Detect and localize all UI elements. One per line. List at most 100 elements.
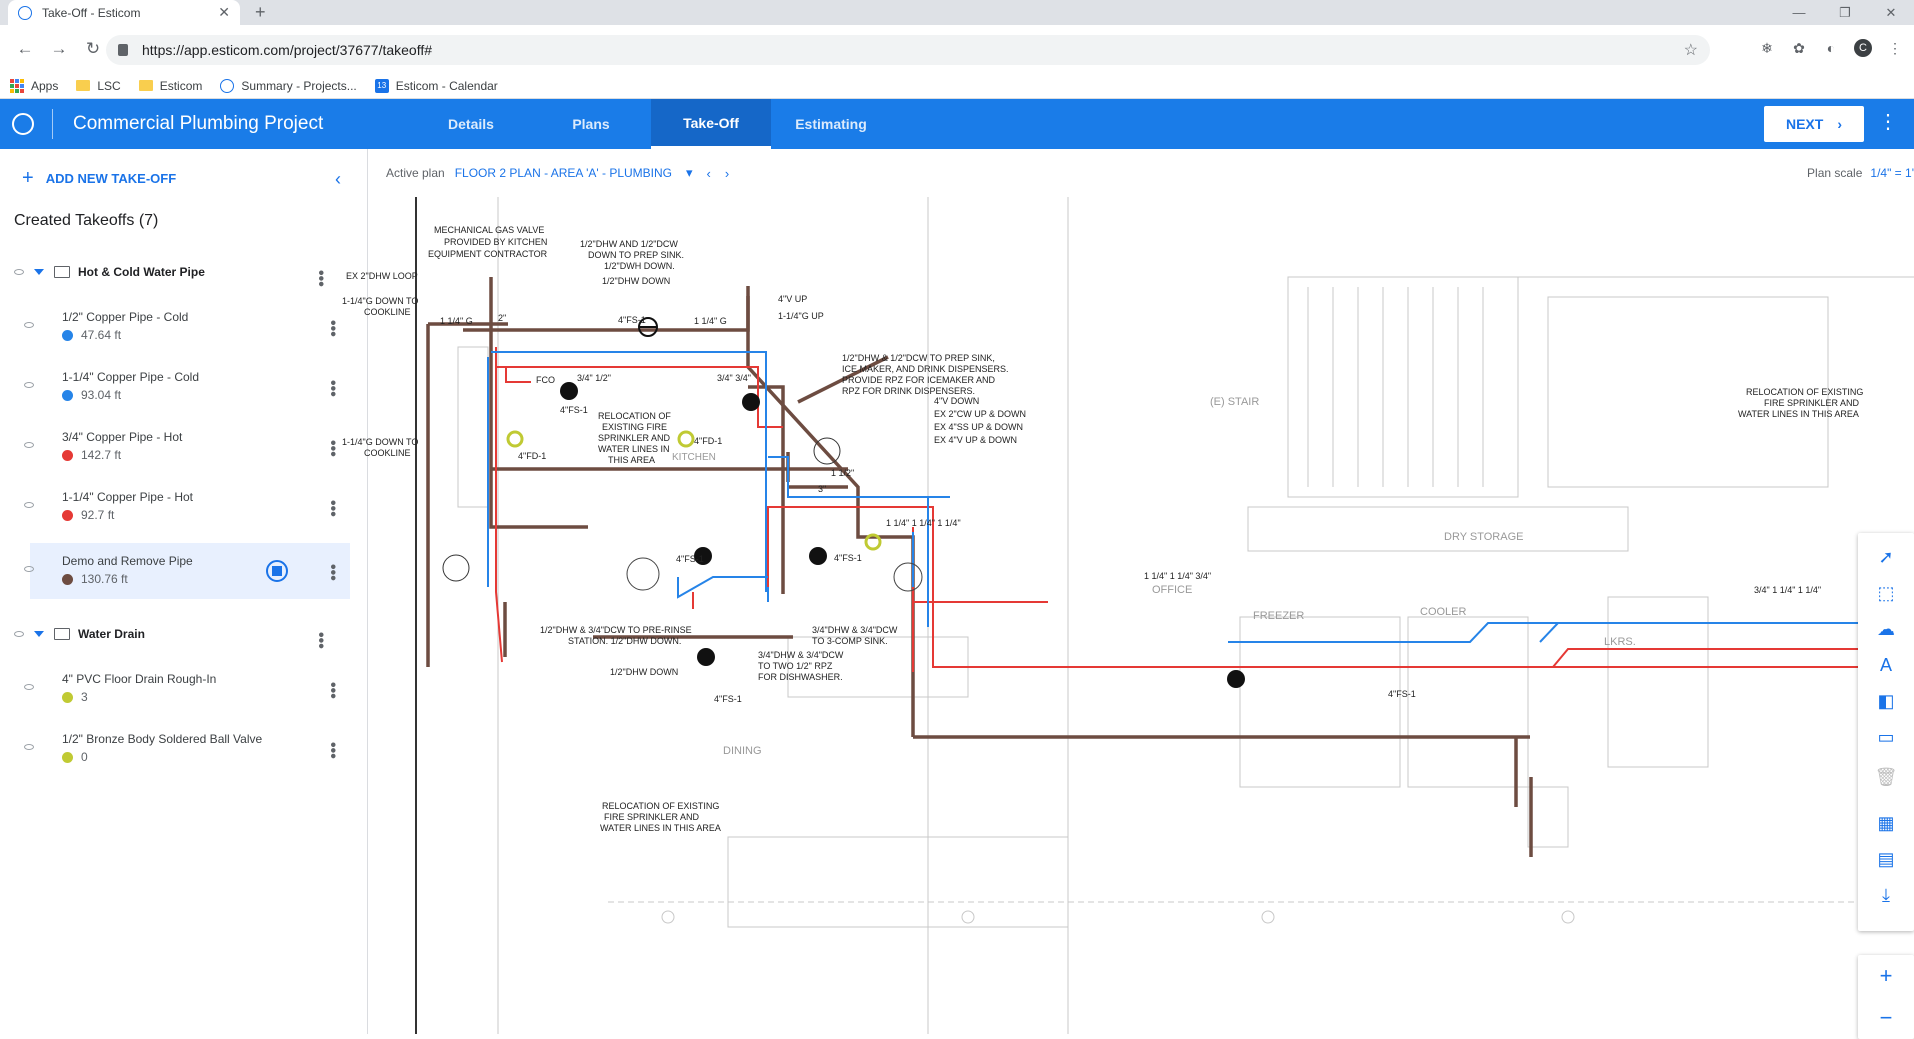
note: RPZ FOR DRINK DISPENSERS. xyxy=(842,386,975,396)
close-tab-icon[interactable]: ✕ xyxy=(218,4,230,20)
item-more-icon[interactable]: ••• xyxy=(324,320,341,337)
window-controls: — ❐ ✕ xyxy=(1776,0,1914,25)
esticom-favicon-icon xyxy=(18,5,32,20)
visibility-eye-icon[interactable] xyxy=(24,744,34,750)
tab-estimating[interactable]: Estimating xyxy=(795,116,867,132)
esticom-logo-icon[interactable] xyxy=(12,113,34,135)
list-item-takeoff[interactable]: 1/2" Copper Pipe - Cold 47.64 ft ••• xyxy=(24,299,350,355)
bookmark-esticom[interactable]: Esticom xyxy=(138,79,202,93)
list-item-takeoff[interactable]: 1/2" Bronze Body Soldered Ball Valve 0 •… xyxy=(24,721,350,777)
zoom-in-button[interactable]: + xyxy=(1879,963,1893,988)
tab-take-off[interactable]: Take-Off xyxy=(651,99,771,149)
cloud-markup-icon[interactable]: ☁ xyxy=(1877,618,1895,639)
item-more-icon[interactable]: ••• xyxy=(324,500,341,517)
bookmark-star-icon[interactable]: ☆ xyxy=(1683,42,1698,59)
group-hot-cold-water-pipe[interactable]: Hot & Cold Water Pipe ••• xyxy=(0,257,368,287)
next-plan-icon[interactable]: › xyxy=(724,165,730,181)
takeoff-name: 4" PVC Floor Drain Rough-In xyxy=(62,672,217,686)
delete-icon[interactable]: 🗑 xyxy=(1874,766,1898,787)
note: OFFICE xyxy=(1152,584,1192,596)
note: FREEZER xyxy=(1253,610,1304,622)
visibility-eye-icon[interactable] xyxy=(24,566,34,572)
note: COOKLINE xyxy=(364,307,411,317)
group-more-icon[interactable]: ••• xyxy=(312,270,329,287)
omnibox[interactable]: https://app.esticom.com/project/37677/ta… xyxy=(106,35,1710,65)
cold-water-pipe-lines[interactable] xyxy=(487,351,1914,643)
visibility-eye-icon[interactable] xyxy=(14,269,24,275)
profile-avatar[interactable]: C xyxy=(1854,39,1872,57)
note: 1 1/4" 1 1/4" 1 1/4" xyxy=(886,518,961,528)
notes-icon[interactable]: ▤ xyxy=(1877,848,1895,869)
visibility-eye-icon[interactable] xyxy=(24,322,34,328)
floor-plan-drawing[interactable]: MECHANICAL GAS VALVE PROVIDED BY KITCHEN… xyxy=(342,197,1914,1034)
active-plan-select[interactable]: FLOOR 2 PLAN - AREA 'A' - PLUMBING xyxy=(454,166,673,180)
caret-down-icon[interactable] xyxy=(34,631,44,637)
visibility-eye-icon[interactable] xyxy=(14,631,24,637)
note: 4"V DOWN xyxy=(934,396,979,406)
bookmark-summary[interactable]: Summary - Projects... xyxy=(220,78,357,93)
item-more-icon[interactable]: ••• xyxy=(324,380,341,397)
plan-canvas[interactable]: MECHANICAL GAS VALVE PROVIDED BY KITCHEN… xyxy=(342,197,1914,1039)
select-arrow-icon[interactable]: ➚ xyxy=(1878,546,1894,567)
takeoff-value: 47.64 ft xyxy=(62,328,121,342)
extension-bee-icon[interactable]: ✿ xyxy=(1793,40,1805,56)
reload-icon[interactable]: ↻ xyxy=(85,39,101,58)
bookmark-apps[interactable]: Apps xyxy=(10,78,58,93)
download-icon[interactable]: ⤓ xyxy=(1882,884,1890,905)
plan-scale-value[interactable]: 1/4" = 1' xyxy=(1870,166,1914,180)
forward-icon[interactable]: → xyxy=(50,39,68,58)
caret-down-icon[interactable] xyxy=(34,269,44,275)
visibility-eye-icon[interactable] xyxy=(24,382,34,388)
visibility-eye-icon[interactable] xyxy=(24,684,34,690)
item-more-icon[interactable]: ••• xyxy=(324,682,341,699)
note: 4"FD-1 xyxy=(518,451,546,461)
area-select-icon[interactable]: ⬚ xyxy=(1877,582,1895,603)
visibility-eye-icon[interactable] xyxy=(24,442,34,448)
browser-menu-icon[interactable]: ⋮ xyxy=(1888,40,1902,56)
visibility-eye-icon[interactable] xyxy=(24,502,34,508)
extensions: ❄ ✿ ◐ C ⋮ xyxy=(1758,39,1904,57)
note: WATER LINES IN xyxy=(598,444,670,454)
tab-plans[interactable]: Plans xyxy=(572,116,610,132)
takeoff-name: 1-1/4" Copper Pipe - Hot xyxy=(62,490,193,504)
item-more-icon[interactable]: ••• xyxy=(324,440,341,457)
list-item-takeoff[interactable]: 1-1/4" Copper Pipe - Cold 93.04 ft ••• xyxy=(24,359,350,415)
color-dot-icon xyxy=(62,329,73,341)
more-menu-icon[interactable]: ⋮ xyxy=(1878,111,1898,133)
plan-symbols[interactable] xyxy=(442,317,1245,688)
extension-snowflake-icon[interactable]: ❄ xyxy=(1761,40,1773,56)
item-more-icon[interactable]: ••• xyxy=(324,564,341,581)
table-icon[interactable]: ▦ xyxy=(1877,812,1895,833)
plan-dropdown-icon[interactable]: ▾ xyxy=(686,165,693,180)
text-markup-icon[interactable]: A xyxy=(1879,654,1892,675)
next-button[interactable]: NEXT › xyxy=(1764,106,1864,142)
zoom-out-button[interactable]: − xyxy=(1879,1005,1893,1030)
plus-icon: + xyxy=(22,167,34,189)
list-item-takeoff[interactable]: 1-1/4" Copper Pipe - Hot 92.7 ft ••• xyxy=(24,479,350,535)
group-more-icon[interactable]: ••• xyxy=(312,632,329,649)
previous-plan-icon[interactable]: ‹ xyxy=(706,165,711,181)
extension-circle-icon[interactable]: ◐ xyxy=(1826,40,1836,56)
note: WATER LINES IN THIS AREA xyxy=(600,823,721,833)
bookmark-lsc[interactable]: LSC xyxy=(76,79,121,93)
ruler-icon[interactable]: ▭ xyxy=(1877,726,1895,747)
minimize-icon[interactable]: — xyxy=(1792,5,1806,20)
collapse-sidebar-icon[interactable]: ‹ xyxy=(335,169,341,189)
restore-icon[interactable]: ❐ xyxy=(1839,5,1851,20)
bookmark-calendar[interactable]: 13 Esticom - Calendar xyxy=(374,78,498,93)
stop-measuring-icon[interactable] xyxy=(266,560,288,582)
add-new-takeoff-button[interactable]: + ADD NEW TAKE-OFF xyxy=(22,167,176,190)
list-item-takeoff[interactable]: 3/4" Copper Pipe - Hot 142.7 ft ••• xyxy=(24,419,350,475)
browser-tab[interactable]: Take-Off - Esticom ✕ xyxy=(8,0,240,25)
group-water-drain[interactable]: Water Drain ••• xyxy=(0,619,368,649)
list-item-takeoff[interactable]: 4" PVC Floor Drain Rough-In 3 ••• xyxy=(24,661,350,717)
next-label: NEXT xyxy=(1785,116,1824,132)
new-tab-icon[interactable]: + xyxy=(255,2,266,22)
list-item-takeoff-selected[interactable]: Demo and Remove Pipe 130.76 ft ••• xyxy=(24,543,350,599)
close-window-icon[interactable]: ✕ xyxy=(1885,5,1897,20)
note: COOKLINE xyxy=(364,448,411,458)
compare-plans-icon[interactable]: ◧ xyxy=(1877,690,1895,711)
back-icon[interactable]: ← xyxy=(16,39,34,58)
item-more-icon[interactable]: ••• xyxy=(324,742,341,759)
tab-details[interactable]: Details xyxy=(448,116,494,132)
